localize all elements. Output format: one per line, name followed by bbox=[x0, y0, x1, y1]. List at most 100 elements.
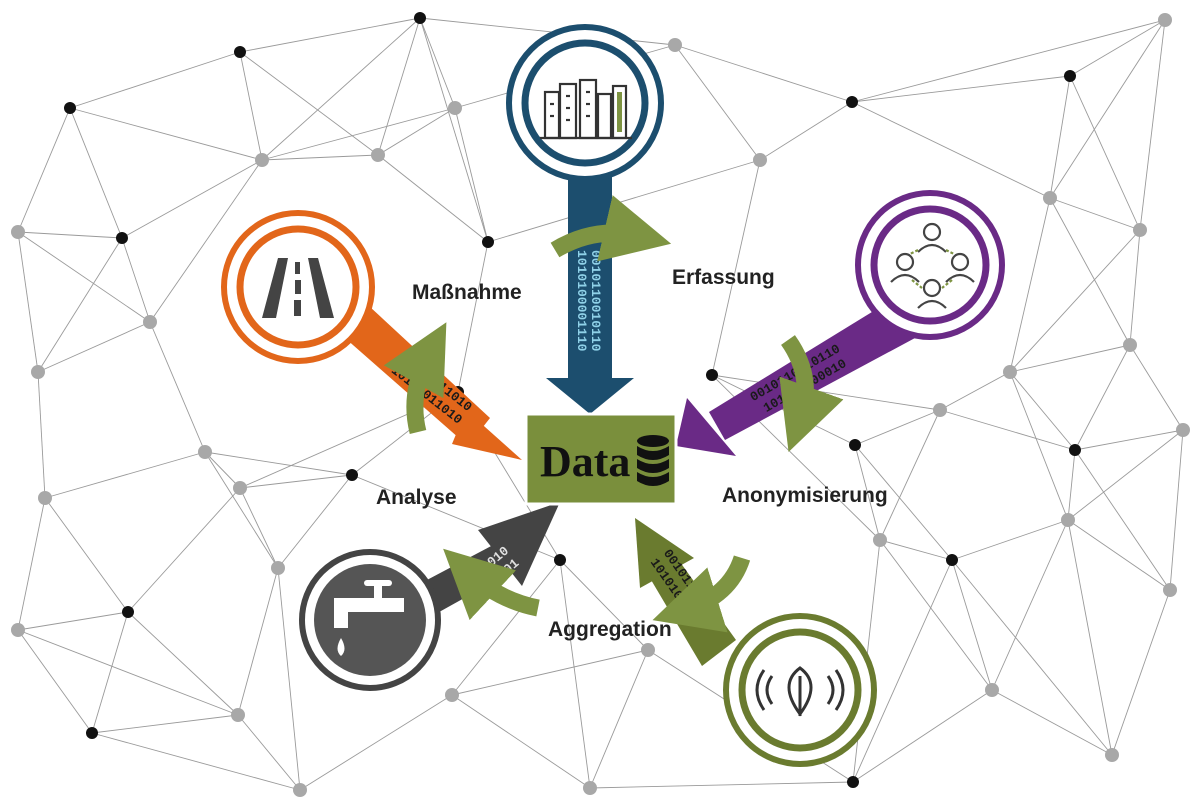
network-edge bbox=[127, 487, 241, 613]
network-edge bbox=[149, 321, 206, 453]
network-node bbox=[873, 533, 887, 547]
network-node bbox=[1133, 223, 1147, 237]
network-node bbox=[482, 236, 494, 248]
network-edge bbox=[91, 611, 129, 734]
network-node bbox=[668, 38, 682, 52]
network-edge bbox=[1049, 197, 1131, 346]
network-node bbox=[293, 783, 307, 797]
network-background bbox=[11, 12, 1190, 797]
network-node bbox=[122, 606, 134, 618]
network-node bbox=[143, 315, 157, 329]
network-edge bbox=[759, 101, 853, 161]
network-node bbox=[946, 554, 958, 566]
source-water bbox=[299, 549, 441, 691]
cycle-arrow-anonymisierung bbox=[779, 335, 844, 453]
network-edge bbox=[261, 107, 456, 161]
network-node bbox=[255, 153, 269, 167]
network-edge bbox=[1069, 75, 1141, 231]
step-label-analyse: Analyse bbox=[376, 486, 457, 509]
network-edge bbox=[204, 451, 353, 476]
binary-text-city-2: 1010100001110 bbox=[574, 250, 589, 352]
network-edge bbox=[237, 567, 279, 716]
network-node bbox=[31, 365, 45, 379]
network-edge bbox=[1074, 344, 1131, 451]
network-edge bbox=[589, 649, 649, 789]
flow-arrow-city: 0010110010110 1010100001110 bbox=[546, 168, 634, 414]
network-edge bbox=[277, 567, 301, 791]
data-center-box: Data bbox=[524, 412, 678, 506]
network-node bbox=[11, 623, 25, 637]
network-edge bbox=[239, 51, 379, 156]
network-edge bbox=[1074, 449, 1171, 591]
network-edge bbox=[204, 451, 279, 569]
source-environment bbox=[723, 613, 877, 767]
network-edge bbox=[37, 237, 123, 373]
network-node bbox=[554, 554, 566, 566]
network-edge bbox=[419, 17, 489, 243]
network-edge bbox=[951, 519, 1069, 561]
network-node bbox=[445, 688, 459, 702]
city-buildings-icon bbox=[540, 78, 632, 140]
network-edge bbox=[419, 17, 456, 109]
network-edge bbox=[451, 649, 649, 696]
network-edge bbox=[1074, 429, 1184, 451]
network-node bbox=[1003, 365, 1017, 379]
network-node bbox=[448, 101, 462, 115]
network-node bbox=[1061, 513, 1075, 527]
network-edge bbox=[17, 231, 123, 239]
network-edge bbox=[37, 321, 151, 373]
network-edge bbox=[261, 17, 421, 161]
network-node bbox=[849, 439, 861, 451]
network-edge bbox=[879, 539, 953, 561]
network-edge bbox=[277, 474, 353, 569]
network-node bbox=[1163, 583, 1177, 597]
people-network-icon bbox=[890, 222, 975, 309]
network-edge bbox=[237, 714, 301, 791]
network-edge bbox=[457, 241, 489, 393]
network-node bbox=[1176, 423, 1190, 437]
network-edge bbox=[1009, 344, 1131, 373]
network-edge bbox=[1139, 19, 1166, 231]
cycle-arrow-aggregation-right bbox=[652, 555, 751, 633]
flow-arrow-road: 00101011010 10101011010 bbox=[345, 306, 522, 460]
network-node bbox=[583, 781, 597, 795]
network-node bbox=[846, 96, 858, 108]
water-tap-icon bbox=[334, 580, 404, 656]
network-edge bbox=[879, 539, 993, 691]
network-edge bbox=[1009, 229, 1141, 373]
network-edge bbox=[1009, 371, 1069, 521]
network-node bbox=[414, 12, 426, 24]
step-label-massnahme: Maßnahme bbox=[412, 281, 522, 304]
network-edge bbox=[17, 107, 71, 233]
network-edge bbox=[1169, 429, 1184, 591]
network-edge bbox=[674, 44, 761, 161]
network-edge bbox=[1067, 519, 1171, 591]
network-edge bbox=[852, 559, 953, 783]
network-node bbox=[346, 469, 358, 481]
network-edge bbox=[451, 694, 591, 789]
database-icon bbox=[637, 435, 669, 486]
network-edge bbox=[451, 559, 561, 696]
network-node bbox=[933, 403, 947, 417]
source-people bbox=[855, 190, 1005, 340]
network-edge bbox=[454, 107, 489, 243]
network-node bbox=[233, 481, 247, 495]
network-edge bbox=[559, 559, 649, 651]
network-node bbox=[271, 561, 285, 575]
source-city bbox=[506, 24, 664, 182]
network-edge bbox=[44, 451, 206, 499]
network-node bbox=[86, 727, 98, 739]
network-edge bbox=[991, 689, 1113, 756]
network-edge bbox=[951, 559, 1113, 756]
network-edge bbox=[589, 781, 854, 789]
network-edge bbox=[1049, 197, 1141, 231]
network-node bbox=[11, 225, 25, 239]
network-edge bbox=[854, 444, 881, 541]
network-node bbox=[753, 153, 767, 167]
network-node bbox=[1064, 70, 1076, 82]
network-edge bbox=[1067, 449, 1076, 521]
network-edge bbox=[1067, 519, 1113, 756]
network-node bbox=[1069, 444, 1081, 456]
